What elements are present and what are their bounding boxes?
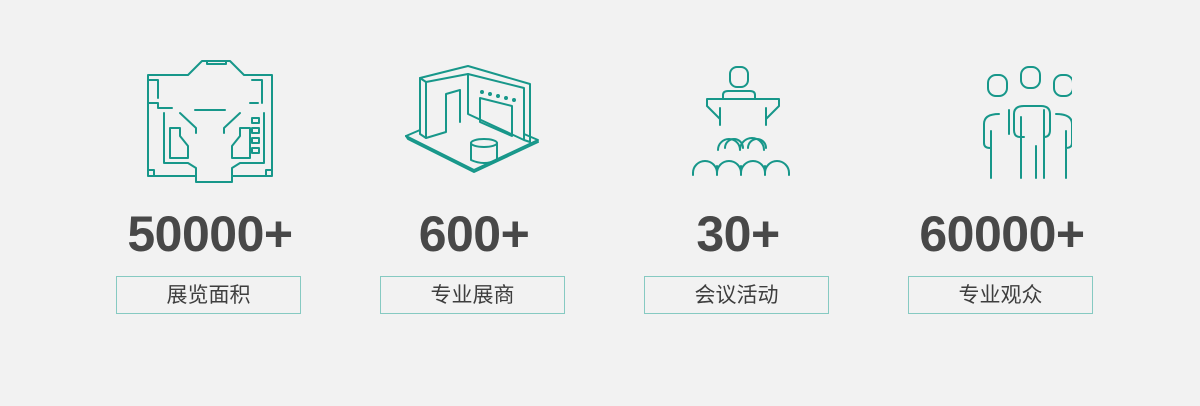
floor-plan-icon	[140, 58, 280, 186]
stat-exhibitors: 600+ 专业展商	[342, 0, 606, 406]
exhibition-booth-icon	[404, 58, 544, 186]
stat-label: 专业展商	[380, 276, 565, 314]
stat-value: 50000+	[127, 206, 293, 262]
stat-exhibition-area: 50000+ 展览面积	[78, 0, 342, 406]
stat-conferences: 30+ 会议活动	[606, 0, 870, 406]
conference-speaker-icon	[668, 58, 808, 186]
stat-value: 600+	[418, 206, 530, 262]
stat-label: 展览面积	[116, 276, 301, 314]
stat-value: 60000+	[919, 206, 1085, 262]
audience-group-icon	[932, 58, 1074, 186]
stat-label: 专业观众	[908, 276, 1093, 314]
stat-visitors: 60000+ 专业观众	[870, 0, 1134, 406]
stat-value: 30+	[696, 206, 780, 262]
stat-label: 会议活动	[644, 276, 829, 314]
